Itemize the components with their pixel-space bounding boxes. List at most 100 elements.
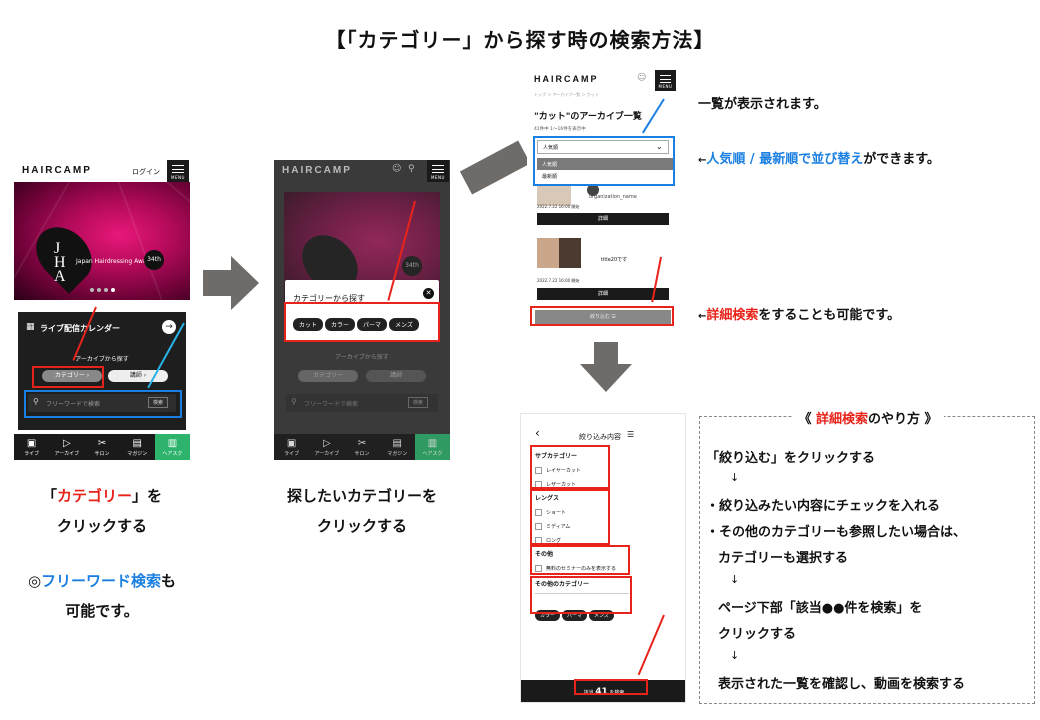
- tag-cut[interactable]: カット: [293, 318, 324, 331]
- search-input[interactable]: フリーワードで検索: [304, 401, 359, 408]
- play-icon: ▷: [62, 438, 71, 449]
- archive-heading: アーカイブから探す: [75, 356, 129, 363]
- highlight-search: [24, 390, 182, 418]
- nav-live[interactable]: ▣ライブ: [14, 434, 49, 460]
- flow-arrow-3-head: [580, 364, 632, 392]
- card-1-name: organization_name: [589, 194, 637, 200]
- user-icon[interactable]: ☺: [637, 73, 647, 83]
- banner-subtitle: Japan Hairdressing Awards: [76, 258, 156, 265]
- logo[interactable]: HAIRCAMP: [534, 74, 599, 84]
- search-field: ⚲ フリーワードで検索 検索: [286, 394, 438, 412]
- howto-arrow-1: ↓: [730, 471, 740, 484]
- chevron-down-icon: ⌄: [656, 142, 663, 151]
- note-sort: ←人気順 / 最新順で並び替えができます。: [698, 152, 940, 167]
- howto-arrow-2: ↓: [730, 573, 740, 586]
- tag-color[interactable]: カラー: [325, 318, 356, 331]
- card-2-thumb[interactable]: [537, 238, 581, 268]
- tag-perm[interactable]: パーマ: [357, 318, 388, 331]
- note-refine: ←詳細検索をすることも可能です。: [698, 308, 901, 323]
- close-icon[interactable]: ✕: [423, 288, 434, 299]
- highlight-tags: [284, 302, 440, 342]
- card-1-date: 2022.7.22 16:00 開始: [537, 204, 580, 209]
- caption-1b: ◎フリーワード検索も 可能です。: [27, 572, 177, 620]
- tag-color[interactable]: カラー: [535, 610, 561, 621]
- highlight-submit: [574, 679, 648, 695]
- card-1-detail-button[interactable]: 詳細: [537, 213, 669, 225]
- search-icon: ⚲: [33, 397, 39, 406]
- search-button[interactable]: 検索: [408, 397, 429, 408]
- phone-home: HAIRCAMP ログイン MENU JHA Japan Hairdressin…: [14, 160, 190, 460]
- howto-step-1: 「絞り込む」をクリックする: [706, 451, 876, 466]
- check-medium[interactable]: ミディアム: [531, 519, 609, 533]
- sub-category-section: サブカテゴリー レイヤーカット レザーカット: [531, 448, 609, 491]
- menu-button[interactable]: MENU: [427, 160, 449, 182]
- bottom-nav: ▣ライブ ▷アーカイブ ✂サロン ▤マガジン ▥ヘアスク: [274, 434, 450, 460]
- check-short[interactable]: ショート: [531, 505, 609, 519]
- nav-salon[interactable]: ✂サロン: [84, 434, 119, 460]
- note-list: 一覧が表示されます。: [698, 97, 827, 112]
- sort-select[interactable]: 人気順 ⌄: [537, 140, 669, 154]
- card-2-detail-button[interactable]: 詳細: [537, 288, 669, 300]
- sort-option-new[interactable]: 最新順: [537, 170, 675, 182]
- result-count: 41件中 1〜16件を表示中: [534, 127, 586, 132]
- calendar-link[interactable]: ライブ配信カレンダー: [40, 324, 120, 333]
- nav-archive[interactable]: ▷アーカイブ: [314, 438, 340, 457]
- howto-step-2: ・絞り込みたい内容にチェックを入れる: [706, 499, 941, 514]
- phone-archive-list: HAIRCAMP ☺ MENU トップ ＞ アーカイブ一覧 ＞ カット "カット…: [527, 68, 677, 328]
- modal-title: カテゴリーから探す: [293, 294, 365, 303]
- back-icon[interactable]: ‹: [535, 426, 540, 440]
- howto-step-4b: クリックする: [718, 627, 797, 642]
- flow-arrow-1: [203, 270, 231, 296]
- nav-archive[interactable]: ▷アーカイブ: [49, 434, 84, 460]
- highlight-sub-category: [530, 445, 610, 489]
- nav-hairschool[interactable]: ▥ヘアスク: [414, 434, 450, 460]
- search-input[interactable]: フリーワードで検索: [46, 401, 101, 408]
- caption-2: 探したいカテゴリーをクリックする: [286, 487, 437, 535]
- user-icon[interactable]: ☺: [392, 164, 402, 174]
- category-modal: カテゴリーから探す ✕ カットカラーパーマメンズ: [285, 280, 439, 342]
- tag-perm[interactable]: パーマ: [562, 610, 588, 621]
- highlight-refine: [530, 306, 674, 326]
- category-button[interactable]: カテゴリー ›: [42, 370, 102, 382]
- nav-magazine[interactable]: ▤マガジン: [387, 438, 408, 457]
- nav-magazine[interactable]: ▤マガジン: [120, 434, 155, 460]
- tag-list: カットカラーパーマメンズ: [293, 312, 437, 331]
- flow-arrow-2: [459, 140, 531, 195]
- card-1-thumb[interactable]: [537, 186, 571, 206]
- lecturer-button[interactable]: 講師: [366, 370, 426, 382]
- school-icon: ▥: [167, 438, 178, 449]
- menu-button[interactable]: MENU: [655, 70, 676, 91]
- scissors-icon: ✂: [97, 438, 107, 449]
- archive-heading: アーカイブから探す: [335, 354, 389, 361]
- sort-option-popular[interactable]: 人気順: [537, 158, 675, 170]
- howto-title: 《 詳細検索のやり方 》: [700, 408, 1036, 427]
- logo[interactable]: HAIRCAMP: [22, 165, 92, 176]
- tag-mens[interactable]: メンズ: [589, 610, 614, 621]
- lecturer-button[interactable]: 講師 ›: [108, 370, 168, 382]
- other-section: その他 無料のセミナーのみを表示する: [531, 546, 629, 575]
- logo[interactable]: HAIRCAMP: [282, 165, 352, 176]
- calendar-arrow-icon[interactable]: →: [162, 320, 176, 334]
- list-heading: "カット"のアーカイブ一覧: [534, 112, 642, 122]
- hero-banner[interactable]: JHA Japan Hairdressing Awards 34th: [14, 182, 190, 300]
- check-layer-cut[interactable]: レイヤーカット: [531, 463, 609, 477]
- carousel-dots[interactable]: [90, 288, 115, 292]
- check-free-seminar[interactable]: 無料のセミナーのみを表示する: [531, 561, 629, 575]
- bottom-nav: ▣ライブ ▷アーカイブ ✂サロン ▤マガジン ▥ヘアスク: [14, 434, 190, 460]
- banner-logo: JHA: [54, 240, 66, 285]
- nav-live[interactable]: ▣ライブ: [284, 438, 300, 457]
- howto-step-5: 表示された一覧を確認し、動画を検索する: [718, 677, 966, 692]
- menu-button[interactable]: MENU: [167, 160, 189, 182]
- search-button[interactable]: 検索: [148, 397, 169, 408]
- login-link[interactable]: ログイン: [132, 168, 160, 176]
- search-icon[interactable]: ⚲: [408, 164, 415, 174]
- refine-button[interactable]: 絞り込む ☰: [535, 310, 671, 324]
- tag-mens[interactable]: メンズ: [389, 318, 419, 331]
- tv-icon: ▣: [26, 438, 37, 449]
- nav-salon[interactable]: ✂サロン: [354, 438, 370, 457]
- category-button[interactable]: カテゴリー: [298, 370, 358, 382]
- caption-1: 「カテゴリー」を クリックする: [41, 487, 163, 535]
- nav-hairschool[interactable]: ▥ヘアスク: [154, 434, 190, 460]
- breadcrumb[interactable]: トップ ＞ アーカイブ一覧 ＞ カット: [534, 92, 599, 97]
- calendar-icon: ▦: [26, 322, 35, 332]
